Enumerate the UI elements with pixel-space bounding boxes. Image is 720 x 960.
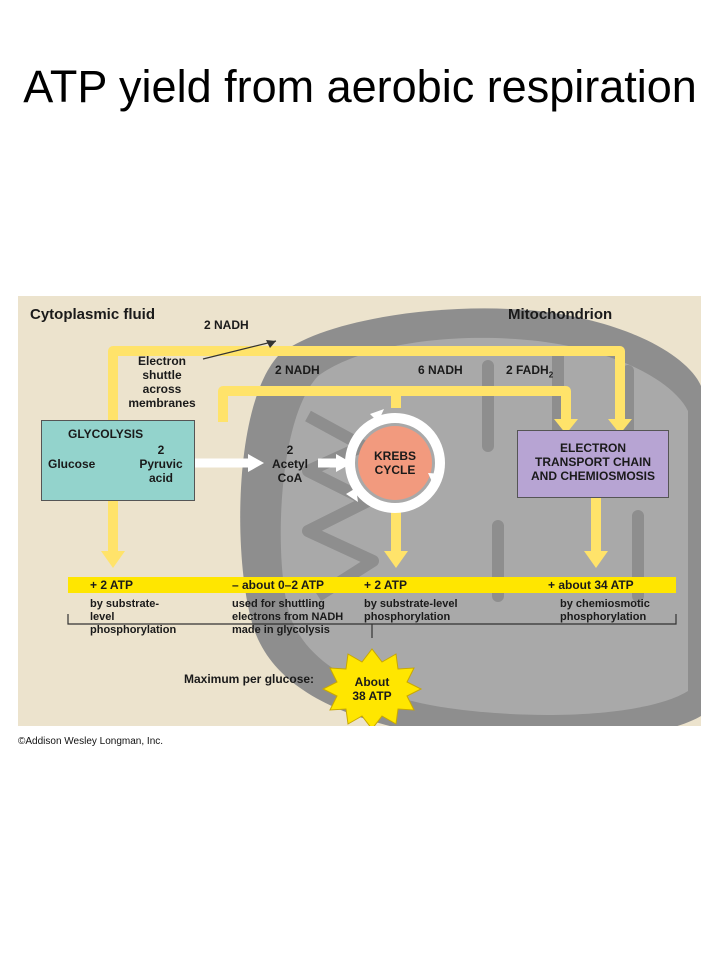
shuttle-note: Electron shuttle across membranes: [128, 354, 196, 410]
glycolysis-box: GLYCOLYSIS Glucose 2 Pyruvic acid: [41, 420, 195, 501]
max-atp-value: About 38 ATP: [352, 675, 392, 703]
copyright-notice: ©Addison Wesley Longman, Inc.: [18, 736, 164, 747]
atp-etc-desc: by chemiosmotic phosphorylation: [560, 598, 650, 623]
nadh-mid-label: 2 NADH: [275, 363, 320, 377]
krebs-cycle-label: KREBS CYCLE: [373, 449, 416, 477]
atp-glycolysis-desc: by substrate- level phosphorylation: [90, 598, 177, 636]
glycolysis-title: GLYCOLYSIS: [68, 427, 144, 441]
krebs-cycle-circle: [345, 409, 445, 513]
atp-shuttle-value: – about 0–2 ATP: [232, 578, 325, 592]
respiration-diagram: Cytoplasmic fluid Mitochondrion 2 NADH E…: [18, 296, 701, 726]
atp-starburst: [321, 648, 423, 726]
atp-etc-value: + about 34 ATP: [548, 578, 634, 592]
atp-shuttle-desc: used for shuttling electrons from NADH m…: [232, 598, 344, 636]
mitochondrion-label: Mitochondrion: [508, 306, 613, 323]
atp-yield-bar: [68, 577, 676, 593]
max-per-glucose-label: Maximum per glucose:: [184, 672, 315, 686]
etc-label: ELECTRON TRANSPORT CHAIN AND CHEMIOSMOSI…: [530, 441, 655, 483]
atp-krebs-desc: by substrate-level phosphorylation: [364, 598, 458, 623]
arrow-heads: [101, 419, 632, 568]
page-title: ATP yield from aerobic respiration: [23, 61, 697, 112]
pyruvic-acid-label: 2 Pyruvic acid: [139, 443, 183, 485]
acetyl-coa-label: 2 Acetyl CoA: [271, 443, 309, 485]
diagram-graphics: [67, 308, 701, 726]
shuttle-pointer: [202, 340, 277, 360]
electron-transport-box: ELECTRON TRANSPORT CHAIN AND CHEMIOSMOSI…: [517, 430, 669, 498]
nadh-top-label: 2 NADH: [204, 318, 249, 332]
glucose-label: Glucose: [48, 457, 96, 471]
atp-krebs-value: + 2 ATP: [364, 578, 408, 592]
cytoplasm-label: Cytoplasmic fluid: [30, 306, 156, 323]
fadh-label: 2 FADH2: [506, 363, 554, 380]
nadh-krebs-label: 6 NADH: [418, 363, 463, 377]
atp-glycolysis-value: + 2 ATP: [90, 578, 134, 592]
